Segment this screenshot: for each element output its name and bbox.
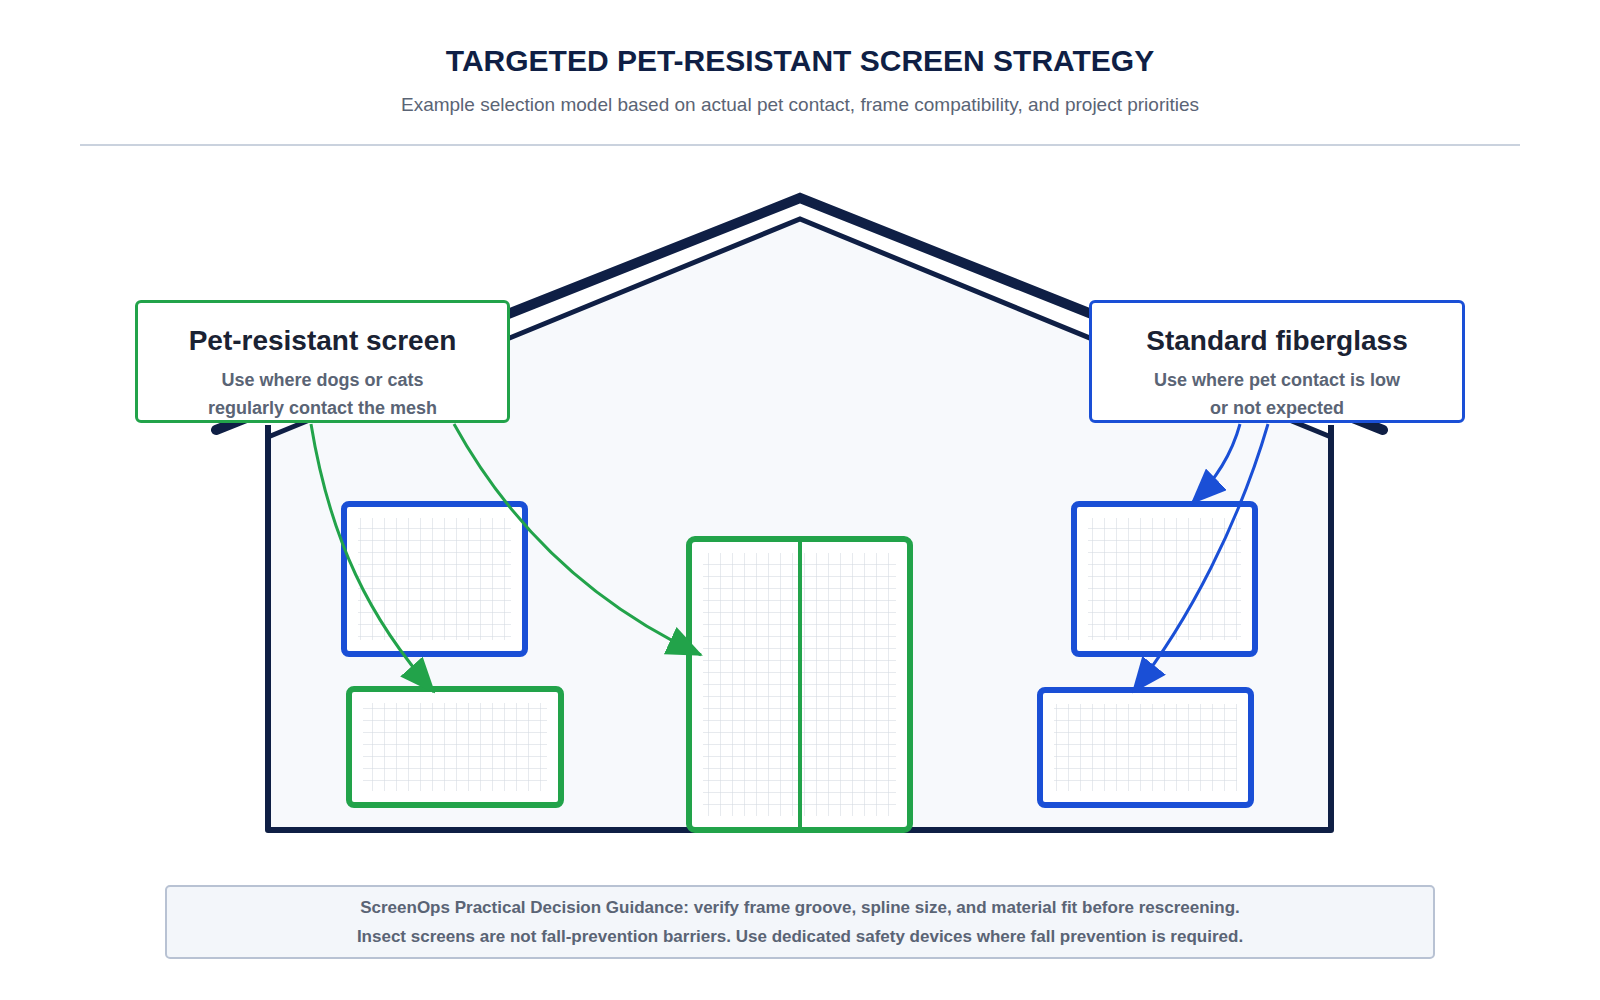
node-body: Insect screens are not fall-prevention b… — [177, 922, 1423, 951]
callout-box: Pet-resistant screenUse where dogs or ca… — [135, 300, 510, 423]
leader-arrow — [311, 424, 434, 692]
window — [344, 504, 525, 654]
node-body: Use where pet contact is low or not expe… — [1153, 366, 1401, 422]
house-wall — [268, 425, 1331, 830]
callout-box: Standard fiberglassUse where pet contact… — [1089, 300, 1465, 423]
leader-arrow — [1133, 424, 1268, 692]
window — [349, 689, 561, 805]
title-rule — [80, 144, 1520, 146]
diagram-title: TARGETED PET-RESISTANT SCREEN STRATEGY — [0, 42, 1600, 80]
patio-door — [689, 539, 910, 830]
guidance-note: ScreenOps Practical Decision Guidance: v… — [165, 885, 1435, 959]
window-mesh — [363, 703, 547, 791]
door-divider — [798, 539, 802, 830]
window — [1040, 690, 1251, 805]
leader-arrow — [454, 424, 701, 655]
window — [1074, 504, 1255, 654]
leader-arrow — [1192, 424, 1240, 503]
node-body: Use where dogs or cats regularly contact… — [199, 366, 447, 422]
window-mesh — [1088, 518, 1241, 640]
node-heading: ScreenOps Practical Decision Guidance: v… — [177, 893, 1423, 922]
node-heading: Standard fiberglass — [1102, 324, 1452, 358]
window-mesh — [1054, 704, 1237, 791]
diagram-subtitle: Example selection model based on actual … — [0, 93, 1600, 117]
node-heading: Pet-resistant screen — [148, 324, 497, 358]
